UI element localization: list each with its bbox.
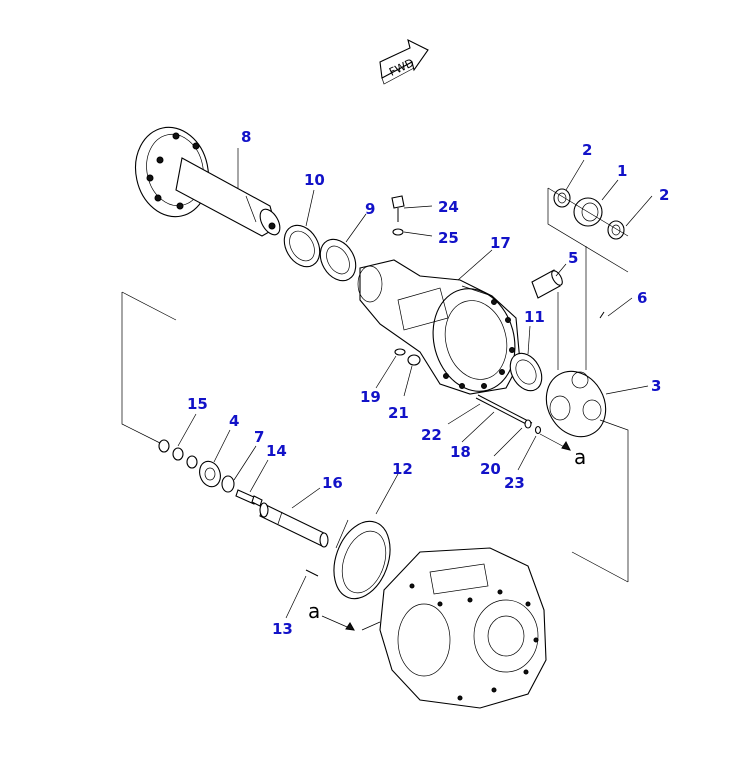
label-part-12: 12 bbox=[392, 460, 413, 478]
label-part-16: 16 bbox=[322, 474, 343, 492]
fwd-arrow-badge: FWD bbox=[379, 38, 429, 85]
label-part-24: 24 bbox=[438, 198, 459, 216]
label-part-5: 5 bbox=[568, 249, 578, 267]
label-part-14: 14 bbox=[266, 442, 287, 460]
label-part-20: 20 bbox=[480, 460, 501, 478]
part-23-ring bbox=[534, 425, 542, 435]
part-10-seal bbox=[283, 224, 321, 268]
part-4-thrust-washer bbox=[199, 460, 221, 488]
part-5-pin bbox=[531, 269, 563, 299]
part-20-seal bbox=[524, 419, 532, 429]
label-part-1: 1 bbox=[617, 162, 627, 180]
part-17-axle-housing bbox=[357, 259, 521, 395]
label-part-22: 22 bbox=[421, 426, 442, 444]
part-24-bolt bbox=[391, 195, 405, 222]
label-part-15: 15 bbox=[187, 395, 208, 413]
label-part-25: 25 bbox=[438, 229, 459, 247]
label-part-9: 9 bbox=[365, 200, 375, 218]
ref-letter-a-upper: a bbox=[574, 445, 586, 469]
label-part-7: 7 bbox=[254, 428, 264, 446]
part-16-pinion-shaft bbox=[259, 502, 329, 548]
part-21-plug bbox=[407, 354, 421, 366]
ref-line-right bbox=[571, 551, 629, 583]
label-part-21: 21 bbox=[388, 404, 409, 422]
part-6-roll-pin bbox=[599, 311, 605, 319]
part-3-differential-case bbox=[545, 246, 629, 582]
label-part-19: 19 bbox=[360, 388, 381, 406]
part-12-ring-gear bbox=[333, 519, 391, 600]
part-8-axle-shaft bbox=[135, 126, 281, 237]
part-19-plug bbox=[394, 348, 406, 356]
label-part-6: 6 bbox=[637, 289, 647, 307]
label-part-3: 3 bbox=[651, 377, 661, 395]
part-9-bearing bbox=[319, 238, 357, 282]
ref-letter-a-lower: a bbox=[308, 599, 320, 623]
part-number-labels: 8 10 9 24 25 17 2 1 2 5 6 11 3 19 21 22 … bbox=[187, 128, 669, 638]
part-14-bolt bbox=[235, 489, 263, 507]
label-part-23: 23 bbox=[504, 474, 525, 492]
part-18-shaft bbox=[475, 394, 533, 427]
part-7-washer bbox=[221, 475, 235, 493]
label-part-10: 10 bbox=[304, 171, 325, 189]
part-2-bushing-left bbox=[553, 188, 571, 208]
carrier-housing bbox=[379, 547, 547, 709]
label-part-13: 13 bbox=[272, 620, 293, 638]
label-part-2-right: 2 bbox=[659, 186, 669, 204]
part-11-bearing bbox=[509, 352, 543, 392]
part-2-bushing-right bbox=[607, 220, 625, 240]
leader-lines bbox=[177, 148, 653, 619]
label-part-4: 4 bbox=[229, 412, 239, 430]
label-part-18: 18 bbox=[450, 443, 471, 461]
part-13-pin bbox=[305, 569, 319, 577]
label-part-11: 11 bbox=[524, 308, 545, 326]
label-part-8: 8 bbox=[241, 128, 251, 146]
part-25-oring bbox=[392, 228, 404, 236]
group-bracket-1-2 bbox=[547, 188, 629, 273]
label-part-17: 17 bbox=[490, 234, 511, 252]
label-part-2-top: 2 bbox=[582, 141, 592, 159]
part-15-washers bbox=[121, 291, 198, 469]
